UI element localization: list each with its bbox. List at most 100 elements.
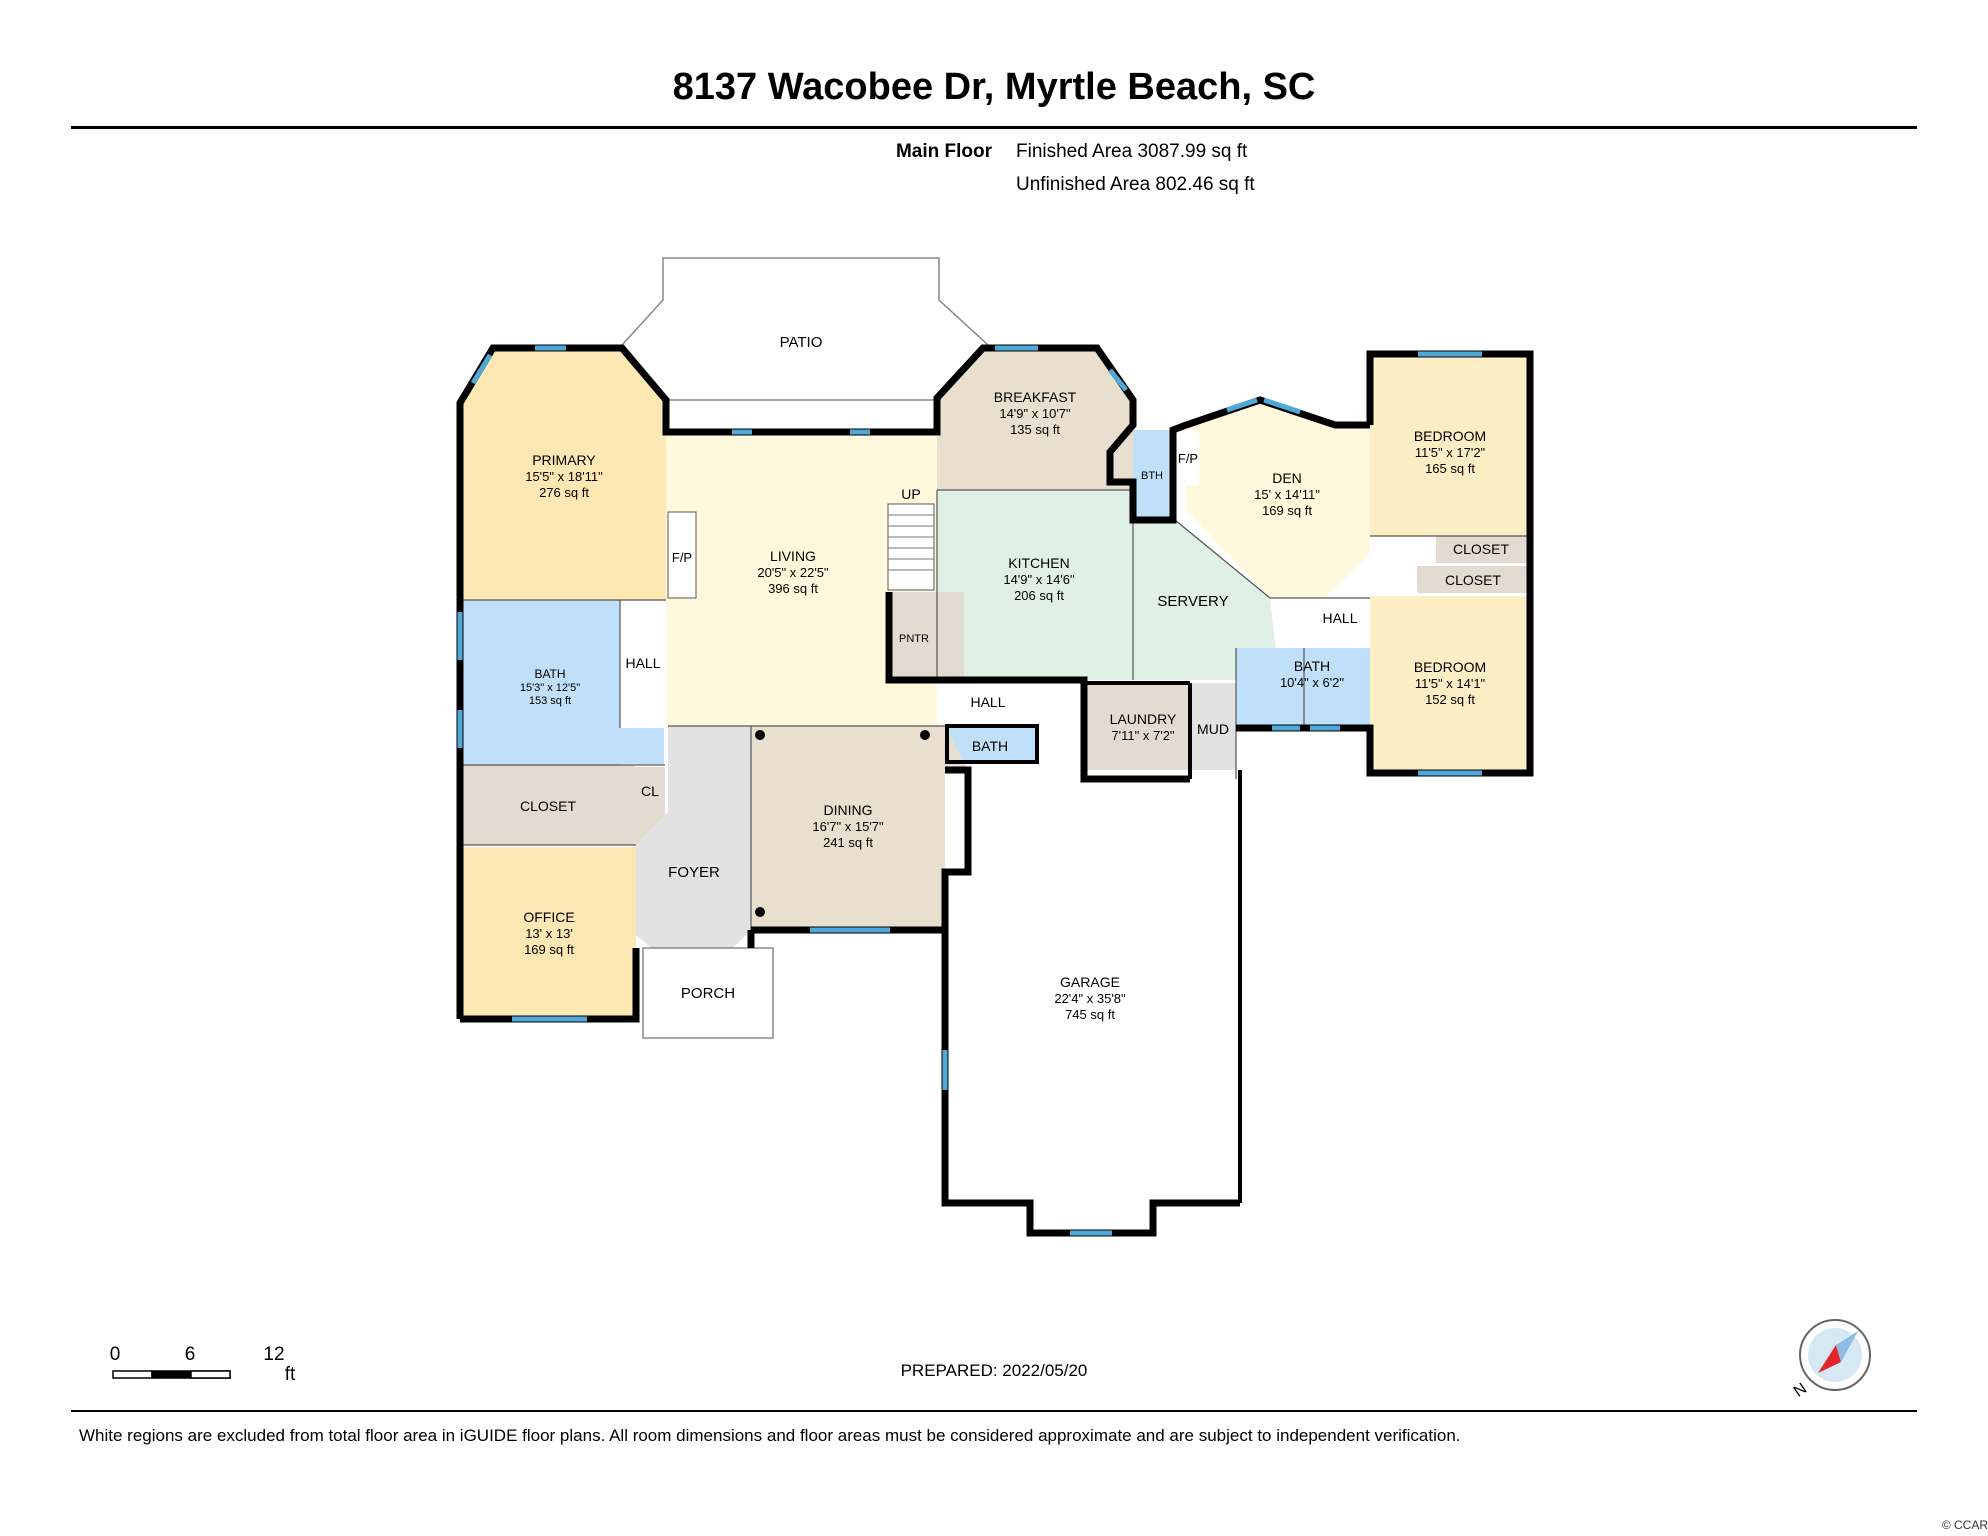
scale-unit: ft — [285, 1364, 296, 1385]
primary-dims: 15'5" x 18'11" — [525, 469, 603, 484]
credit-text: © CCAR — [1941, 1518, 1988, 1532]
dining-area: 241 sq ft — [823, 835, 873, 850]
living-area: 396 sq ft — [768, 581, 818, 596]
scale-bar: 0 6 12 ft — [110, 1344, 296, 1385]
kitchen-label: KITCHEN — [1008, 555, 1069, 571]
closet-a-label: CLOSET — [1453, 541, 1509, 557]
windows — [457, 345, 1482, 1236]
breakfast-area: 135 sq ft — [1010, 422, 1060, 437]
office-label: OFFICE — [523, 909, 574, 925]
bedroom1-room — [1370, 354, 1530, 536]
laundry-label: LAUNDRY — [1110, 711, 1177, 727]
stair-treads — [888, 514, 934, 571]
dining-columns — [755, 730, 930, 917]
closet-a-room — [1436, 536, 1527, 563]
bath-small-label: BATH — [972, 738, 1008, 754]
bath-primary-closet — [596, 728, 664, 764]
page-title: 8137 Wacobee Dr, Myrtle Beach, SC — [672, 66, 1316, 108]
dining-room — [751, 726, 968, 930]
garage-dims: 22'4" x 35'8" — [1054, 991, 1126, 1006]
pantry-room — [889, 592, 964, 680]
mud-room — [1190, 683, 1236, 779]
primary-label: PRIMARY — [532, 452, 596, 468]
garage-area: 745 sq ft — [1065, 1007, 1115, 1022]
laundry-dims: 7'11" x 7'2" — [1111, 728, 1174, 743]
garage-label: GARAGE — [1060, 974, 1120, 990]
top-divider — [71, 126, 1917, 129]
servery-label: SERVERY — [1157, 593, 1228, 610]
closet-b-room — [1417, 566, 1527, 593]
bath-small-room — [947, 726, 1037, 762]
stairs — [887, 503, 935, 591]
closet-left-room — [460, 765, 635, 845]
servery-room — [1133, 520, 1276, 680]
fireplace-living — [667, 511, 697, 599]
patio-area — [620, 257, 990, 401]
bath-primary-label: BATH — [534, 667, 565, 681]
patio-label: PATIO — [780, 334, 823, 351]
bedroom2-dims: 11'5" x 14'1" — [1415, 676, 1486, 691]
living-dims: 20'5" x 22'5" — [757, 565, 829, 580]
mud-label: MUD — [1197, 721, 1229, 737]
stairs-up-label: UP — [901, 486, 920, 502]
pntr-label: PNTR — [899, 633, 929, 645]
breakfast-label: BREAKFAST — [994, 389, 1077, 405]
fp-den-block — [1173, 430, 1199, 485]
office-room — [460, 847, 636, 1019]
compass-north-label: N — [1791, 1380, 1810, 1401]
cl-label: CL — [641, 783, 659, 799]
finished-area: Finished Area 3087.99 sq ft — [1016, 141, 1248, 162]
laundry-room — [1084, 683, 1190, 779]
den-dims: 15' x 14'11" — [1254, 487, 1320, 502]
garage-area — [945, 770, 1240, 1233]
primary-area: 276 sq ft — [539, 485, 589, 500]
foyer-room — [636, 726, 751, 948]
primary-room — [460, 348, 666, 600]
office-dims: 13' x 13' — [525, 926, 573, 941]
kitchen-area: 206 sq ft — [1014, 588, 1064, 603]
room-labels: PATIO PRIMARY 15'5" x 18'11" 276 sq ft B… — [520, 334, 1510, 1022]
closet-left-label: CLOSET — [520, 798, 576, 814]
den-label: DEN — [1272, 470, 1302, 486]
floor-label: Main Floor — [895, 141, 992, 162]
porch-area — [642, 947, 774, 1039]
fp-den-label: F/P — [1178, 451, 1198, 466]
exterior-walls — [456, 344, 1534, 1237]
bedroom1-dims: 11'5" x 17'2" — [1415, 445, 1486, 460]
bath-right-label: BATH — [1294, 658, 1330, 674]
unfinished-area: Unfinished Area 802.46 sq ft — [1016, 174, 1255, 195]
hall-right-label: HALL — [1322, 610, 1357, 626]
bath-primary-room — [460, 600, 620, 765]
compass-icon: N — [1791, 1319, 1871, 1401]
prepared-date: PREPARED: 2022/05/20 — [900, 1361, 1088, 1380]
den-room — [1186, 400, 1370, 598]
bedroom1-label: BEDROOM — [1414, 428, 1486, 444]
bth-label: BTH — [1141, 470, 1163, 482]
disclaimer-text: White regions are excluded from total fl… — [79, 1426, 1461, 1445]
bedroom2-room — [1370, 596, 1530, 773]
bath-right-room — [1236, 648, 1370, 728]
hall-left-label: HALL — [625, 655, 660, 671]
foyer-label: FOYER — [668, 864, 720, 881]
scale-tick-12: 12 — [263, 1344, 284, 1365]
fp-living-label: F/P — [672, 550, 692, 565]
den-area: 169 sq ft — [1262, 503, 1312, 518]
bath-primary-area: 153 sq ft — [529, 695, 571, 707]
breakfast-dims: 14'9" x 10'7" — [999, 406, 1071, 421]
dining-dims: 16'7" x 15'7" — [812, 819, 884, 834]
kitchen-room — [937, 490, 1133, 680]
closet-b-label: CLOSET — [1445, 572, 1501, 588]
living-label: LIVING — [770, 548, 816, 564]
bth-room — [1133, 430, 1173, 520]
office-area: 169 sq ft — [524, 942, 574, 957]
hall-mid-label: HALL — [970, 694, 1005, 710]
porch-label: PORCH — [681, 985, 735, 1002]
scale-tick-0: 0 — [110, 1344, 121, 1365]
dining-label: DINING — [824, 802, 873, 818]
kitchen-dims: 14'9" x 14'6" — [1003, 572, 1075, 587]
bath-right-dims: 10'4" x 6'2" — [1280, 675, 1344, 690]
interior-partitions — [460, 489, 1527, 930]
bedroom2-area: 152 sq ft — [1425, 692, 1475, 707]
bath-primary-dims: 15'3" x 12'5" — [520, 682, 580, 694]
